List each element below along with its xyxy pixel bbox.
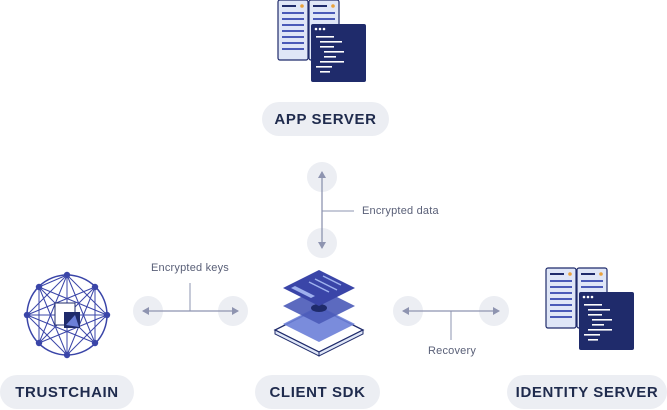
app-server-label: APP SERVER	[262, 102, 389, 136]
edge-app-client	[307, 162, 354, 258]
trustchain-icon	[23, 271, 111, 359]
identity-server-icon	[545, 267, 635, 351]
identity-server-label: IDENTITY SERVER	[507, 375, 667, 409]
edge-trustchain-client	[133, 283, 248, 326]
client-sdk-icon	[273, 270, 365, 357]
edge-client-identity	[393, 296, 509, 340]
edge-label-encrypted-data: Encrypted data	[362, 205, 439, 217]
edge-label-encrypted-keys: Encrypted keys	[151, 262, 230, 274]
edge-label-recovery: Recovery	[428, 345, 477, 357]
trustchain-label: TRUSTCHAIN	[0, 375, 134, 409]
client-sdk-label: CLIENT SDK	[255, 375, 380, 409]
app-server-icon	[277, 0, 367, 83]
